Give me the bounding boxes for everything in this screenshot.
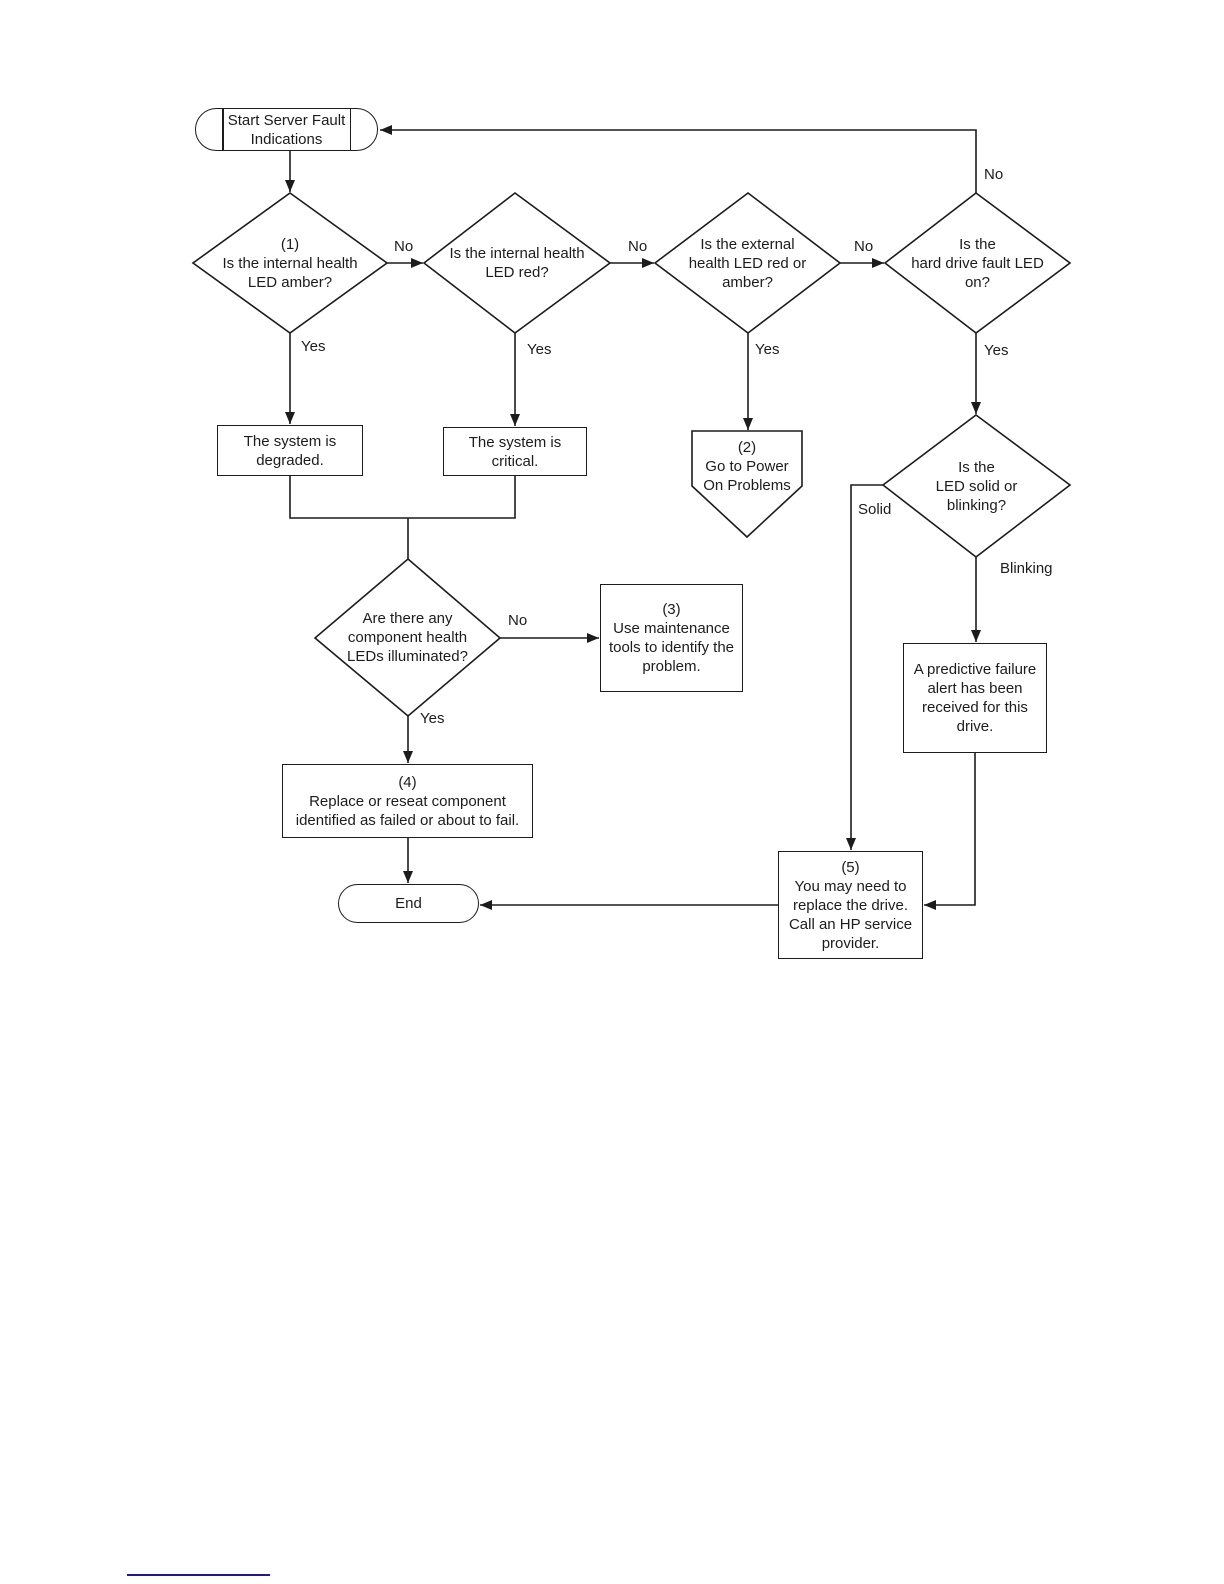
offpage-go-to-power-on-problems [691, 430, 803, 539]
decision-internal-health-amber [191, 192, 389, 334]
decision-internal-health-red [422, 191, 612, 335]
decision-component-leds-illuminated-label: Are there any component health LEDs illu… [315, 559, 500, 716]
decision-text: Is the internal health LED red? [449, 245, 585, 281]
decision-internal-health-amber-label: (1) Is the internal health LED amber? [193, 193, 387, 333]
edge-critical-to-merge [408, 476, 516, 519]
edge-label-component-yes: Yes [420, 710, 445, 727]
process-use-maintenance-tools: (3) Use maintenance tools to identify th… [600, 584, 743, 692]
decision-text: Are there any component health LEDs illu… [347, 610, 468, 665]
start-label: Start Server Fault Indications [227, 111, 346, 148]
process-system-critical: The system is critical. [443, 427, 587, 476]
decision-text: Is the LED solid or blinking? [935, 458, 1018, 514]
process-text: The system is critical. [468, 433, 562, 470]
decision-external-health-red-amber [653, 191, 842, 335]
edge-degraded-to-merge [289, 476, 408, 519]
edge-label-d3-no: No [854, 238, 874, 255]
offpage-text: (2) Go to Power On Problems [703, 438, 791, 494]
process-text: The system is degraded. [243, 432, 337, 469]
offpage-go-to-power-on-problems-label: (2) Go to Power On Problems [692, 431, 802, 501]
edge-label-d4-yes: Yes [984, 342, 1009, 359]
edge-predictive-to-drive [924, 753, 976, 910]
decision-text: Is the external health LED red or amber? [688, 235, 807, 291]
decision-hard-drive-fault-led-label: Is the hard drive fault LED on? [885, 193, 1070, 333]
process-text: A predictive failure alert has been rece… [913, 661, 1037, 735]
edge-label-d3-yes: Yes [755, 341, 780, 358]
edge-label-d1-no: No [394, 238, 414, 255]
edge-label-d2-no: No [628, 238, 648, 255]
edge-label-component-no: No [508, 612, 528, 629]
edge-d4-no-to-start [380, 125, 977, 193]
decision-external-health-red-amber-label: Is the external health LED red or amber? [655, 193, 840, 333]
process-predictive-failure-alert: A predictive failure alert has been rece… [903, 643, 1047, 753]
terminator-cap-line [222, 109, 224, 150]
start-terminator: Start Server Fault Indications [195, 108, 378, 151]
decision-hard-drive-fault-led [883, 191, 1072, 335]
edge-label-blinking: Blinking [1000, 560, 1053, 577]
end-label: End [395, 895, 422, 912]
process-text: (3) Use maintenance tools to identify th… [608, 601, 735, 675]
terminator-cap-line [349, 109, 351, 150]
process-replace-or-reseat-component: (4) Replace or reseat component identifi… [282, 764, 533, 838]
decision-led-solid-or-blinking-label: Is the LED solid or blinking? [883, 415, 1070, 557]
decision-led-solid-or-blinking [881, 414, 1072, 559]
edge-label-d2-yes: Yes [527, 341, 552, 358]
process-system-degraded: The system is degraded. [217, 425, 363, 476]
decision-component-leds-illuminated [313, 557, 502, 718]
edge-label-d4-no: No [984, 166, 1004, 183]
process-text: (4) Replace or reseat component identifi… [295, 773, 520, 829]
decision-text: Is the hard drive fault LED on? [911, 235, 1044, 291]
process-replace-drive-call-hp: (5) You may need to replace the drive. C… [778, 851, 923, 959]
edge-d5-solid-to-drive [846, 484, 883, 850]
decision-internal-health-red-label: Is the internal health LED red? [424, 193, 610, 333]
edge-label-d1-yes: Yes [301, 338, 326, 355]
process-text: (5) You may need to replace the drive. C… [788, 858, 913, 952]
decision-text: (1) Is the internal health LED amber? [222, 235, 358, 291]
end-terminator: End [338, 884, 479, 923]
footer-divider [127, 1574, 270, 1576]
edge-label-solid: Solid [858, 501, 892, 518]
